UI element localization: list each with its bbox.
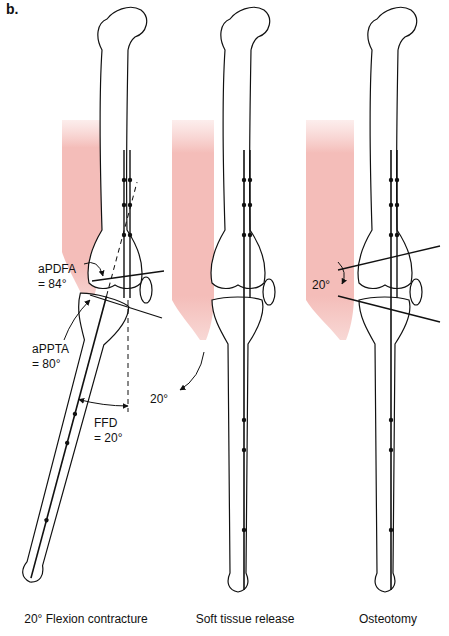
femur-bone: [88, 7, 147, 288]
panel-label: b.: [6, 2, 46, 17]
osteotomy-arc: [338, 262, 344, 284]
apdfa-arc: [84, 263, 103, 277]
mechanical-axis: [389, 150, 399, 590]
angle-label: FFD = 20°: [94, 416, 125, 446]
patella: [140, 277, 152, 303]
panel-caption: 20° Flexion contracture: [0, 612, 172, 627]
hamstring-muscle: [306, 120, 354, 340]
patella: [263, 279, 275, 305]
patella: [410, 279, 422, 305]
angle-label: 20°: [312, 278, 342, 293]
release-arc: [180, 352, 204, 390]
osteotomy-line: [338, 246, 440, 270]
angle-label: aPPTA = 80°: [32, 342, 76, 372]
femur-bone: [211, 7, 270, 288]
tibial-joint-line: [90, 295, 162, 318]
reference-line: [128, 300, 129, 412]
ffd-angle-arc: [79, 400, 128, 407]
tibia-bone: [359, 297, 410, 592]
femur-bone: [358, 7, 417, 288]
appta-arc: [64, 300, 90, 340]
panel-caption: Osteotomy: [330, 612, 446, 627]
angle-label: aPDFA = 84°: [38, 262, 82, 292]
mechanical-axis: [242, 150, 252, 590]
joint-line: [338, 296, 440, 322]
tibia-bone: [5, 175, 161, 588]
angle-label: 20°: [150, 392, 180, 407]
panel-caption: Soft tissue release: [175, 612, 315, 627]
hamstring-muscle: [172, 120, 214, 340]
tibia-bone: [212, 297, 263, 592]
